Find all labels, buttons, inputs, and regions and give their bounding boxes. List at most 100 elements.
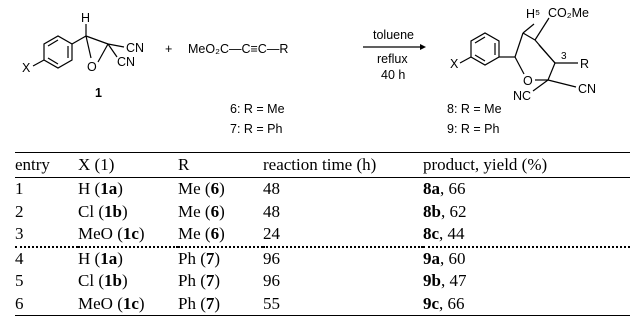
product-yield: , 44 bbox=[439, 224, 465, 244]
x-compound-ref: 1a bbox=[100, 179, 118, 199]
svg-text:6: R = Me: 6: R = Me bbox=[230, 102, 285, 116]
reagent-7-number: 7 bbox=[230, 122, 237, 136]
epoxide-cn-label-2: CN bbox=[117, 55, 135, 69]
r-group: Ph bbox=[178, 248, 196, 268]
cell-product: 8b, 62 bbox=[423, 201, 630, 224]
cell-r: Ph (7) bbox=[178, 292, 263, 316]
product-dihydrofuran bbox=[459, 17, 578, 92]
product-yield: , 60 bbox=[440, 248, 466, 268]
alkyne-formula: MeO₂C—C≡C—R bbox=[188, 42, 288, 56]
svg-text:8: R = Me: 8: R = Me bbox=[447, 102, 502, 116]
r-compound-ref: 6 bbox=[210, 179, 220, 199]
r-compound-ref: 7 bbox=[205, 293, 215, 313]
product-co2me-label: CO₂Me bbox=[548, 6, 589, 20]
table-header-row: entry X (1) R reaction time (h) product,… bbox=[15, 152, 630, 178]
cell-x: H (1a) bbox=[78, 248, 123, 268]
product-h5-label: H⁵ bbox=[526, 7, 540, 21]
cell-entry: 3 bbox=[15, 223, 78, 248]
product-o-label: O bbox=[523, 74, 533, 88]
svg-text:7: R = Ph: 7: R = Ph bbox=[230, 122, 283, 136]
substituent-x-2: X bbox=[450, 57, 459, 71]
r-compound-ref: 6 bbox=[210, 224, 220, 244]
svg-text:9: R = Ph: 9: R = Ph bbox=[447, 122, 500, 136]
x-group: MeO bbox=[78, 224, 113, 244]
reagent-6-number: 6 bbox=[230, 102, 237, 116]
arrow-head bbox=[420, 44, 426, 50]
cell-product: 8a, 66 bbox=[423, 178, 630, 201]
cell-r: Me (6) bbox=[178, 179, 225, 199]
cell-x: MeO (1c) bbox=[78, 223, 178, 248]
cell-entry: 5 bbox=[15, 271, 24, 291]
product-9-label: : R = Ph bbox=[454, 122, 500, 136]
product-ref: 9b bbox=[423, 271, 441, 291]
x-compound-ref: 1c bbox=[122, 293, 139, 313]
product-nc-label: NC bbox=[513, 89, 531, 103]
cell-product: 9a, 60 bbox=[423, 247, 630, 271]
cell-r: Ph (7) bbox=[178, 248, 221, 268]
product-ref: 8b bbox=[423, 201, 441, 221]
cell-time: 24 bbox=[263, 223, 423, 248]
cell-time: 96 bbox=[263, 248, 280, 268]
cell-time: 48 bbox=[263, 179, 280, 199]
cell-product: 9b, 47 bbox=[423, 270, 630, 293]
r-compound-ref: 6 bbox=[210, 201, 220, 221]
substituent-x-1: X bbox=[22, 61, 31, 75]
product-ref: 9a bbox=[423, 248, 440, 268]
epoxide-h-label: H bbox=[81, 11, 90, 25]
x-compound-ref: 1c bbox=[122, 224, 139, 244]
cell-entry: 4 bbox=[15, 248, 24, 268]
x-group: H bbox=[78, 248, 91, 268]
product-r-label: R bbox=[580, 57, 589, 71]
cell-x: MeO (1c) bbox=[78, 292, 178, 316]
results-table: entry X (1) R reaction time (h) product,… bbox=[15, 152, 630, 316]
product-ref: 8c bbox=[423, 224, 440, 244]
product-position-3: 3 bbox=[561, 51, 567, 62]
x-group: H bbox=[78, 179, 91, 199]
product-8-number: 8 bbox=[447, 102, 454, 116]
product-yield: , 66 bbox=[439, 293, 465, 313]
reagent-6-label: : R = Me bbox=[237, 102, 285, 116]
condition-temperature: reflux bbox=[377, 52, 408, 66]
x-compound-ref: 1b bbox=[103, 201, 122, 221]
cell-time: 55 bbox=[263, 292, 423, 316]
r-compound-ref: 7 bbox=[205, 271, 215, 291]
r-compound-ref: 7 bbox=[205, 248, 215, 268]
plus-sign: + bbox=[165, 42, 172, 56]
product-ref: 8a bbox=[423, 179, 440, 199]
r-group: Me bbox=[178, 179, 201, 199]
header-r: R bbox=[178, 155, 190, 174]
product-yield: , 66 bbox=[440, 179, 466, 199]
cell-r: Me (6) bbox=[178, 223, 263, 248]
r-group: Ph bbox=[178, 293, 196, 313]
epoxide-cn-label-1: CN bbox=[126, 41, 144, 55]
x-group: MeO bbox=[78, 293, 113, 313]
cell-product: 8c, 44 bbox=[423, 223, 630, 248]
cell-x: H (1a) bbox=[78, 179, 123, 199]
header-time: reaction time (h) bbox=[263, 155, 377, 174]
x-group: Cl bbox=[78, 271, 95, 291]
r-group: Ph bbox=[178, 271, 196, 291]
product-yield: , 47 bbox=[440, 271, 467, 291]
cell-r: Ph (7) bbox=[178, 271, 221, 291]
reactant-1-number: 1 bbox=[95, 86, 102, 100]
condition-time: 40 h bbox=[381, 68, 405, 82]
reagent-7-label: : R = Ph bbox=[237, 122, 283, 136]
product-yield: , 62 bbox=[440, 201, 467, 221]
r-group: Me bbox=[178, 224, 201, 244]
table-row: 4 H (1a) Ph (7) 96 9a, 60 bbox=[15, 247, 630, 271]
reactant-epoxide bbox=[32, 24, 125, 69]
product-8-label: : R = Me bbox=[454, 102, 502, 116]
product-ref: 9c bbox=[423, 293, 440, 313]
header-entry: entry bbox=[15, 155, 50, 174]
x-compound-ref: 1a bbox=[100, 248, 118, 268]
cell-time: 96 bbox=[263, 271, 280, 291]
condition-solvent: toluene bbox=[373, 28, 414, 42]
epoxide-o-label: O bbox=[87, 60, 97, 74]
header-product: product, yield (%) bbox=[423, 155, 548, 174]
